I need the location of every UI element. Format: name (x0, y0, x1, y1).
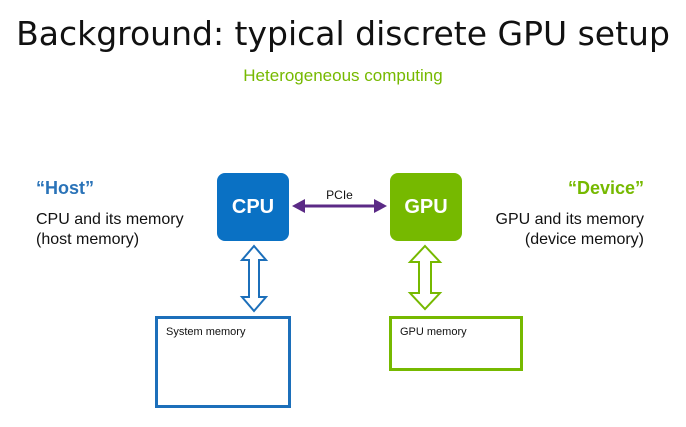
slide-subtitle: Heterogeneous computing (243, 66, 443, 85)
device-description: GPU and its memory (device memory) (496, 210, 644, 250)
host-heading: “Host” (36, 178, 94, 198)
gpu-memory-label: GPU memory (400, 326, 467, 338)
cpu-block: CPU (217, 173, 289, 241)
cpu-memory-arrow (239, 244, 269, 313)
gpu-memory-box: GPU memory (389, 316, 523, 371)
host-description: CPU and its memory (host memory) (36, 210, 184, 250)
system-memory-label: System memory (166, 326, 246, 338)
gpu-block: GPU (390, 173, 462, 241)
slide-title: Background: typical discrete GPU setup (16, 14, 670, 53)
gpu-label: GPU (404, 195, 448, 218)
pcie-label: PCIe (326, 188, 353, 202)
device-heading: “Device” (567, 178, 644, 198)
cpu-label: CPU (231, 195, 275, 218)
host-description-line2: (host memory) (36, 231, 140, 248)
system-memory-box: System memory (155, 316, 291, 408)
device-description-line2: (device memory) (524, 231, 644, 248)
host-description-line1: CPU and its memory (36, 211, 184, 228)
gpu-memory-arrow (407, 244, 443, 311)
device-description-line1: GPU and its memory (495, 211, 644, 228)
